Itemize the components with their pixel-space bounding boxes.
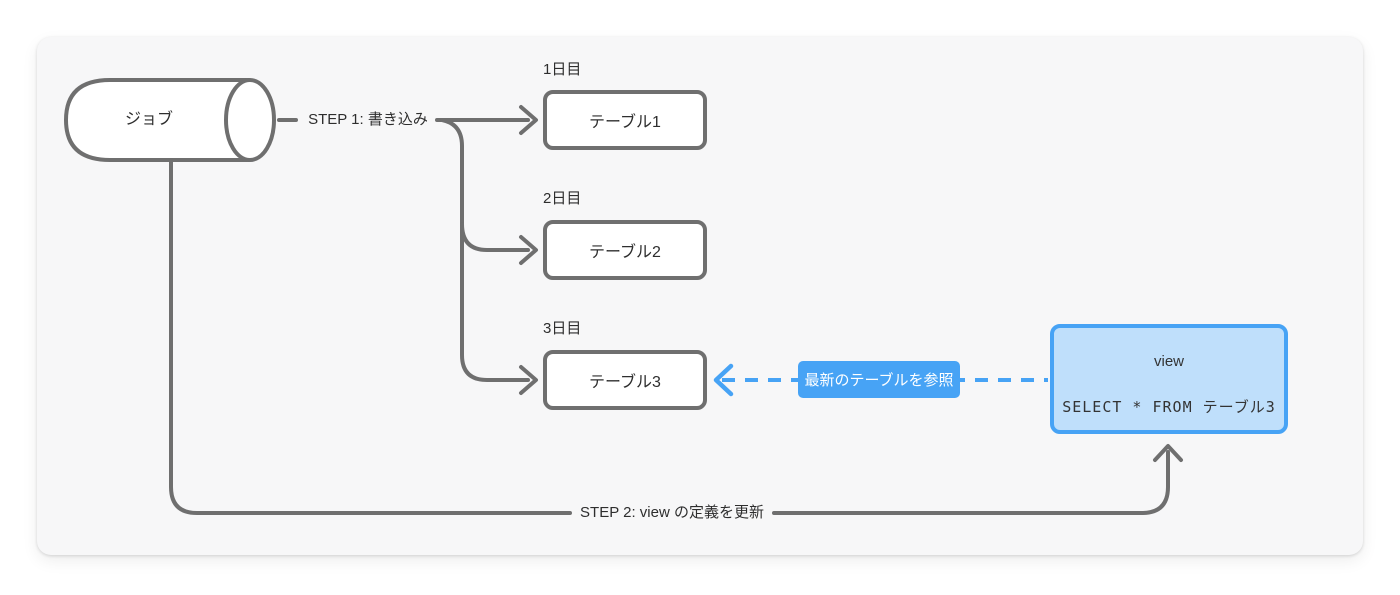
view-title: view bbox=[1153, 353, 1184, 370]
step2-connectors bbox=[169, 158, 1183, 515]
step1-connectors bbox=[277, 105, 538, 395]
table3-label: テーブル3 bbox=[589, 374, 661, 391]
view-node: view SELECT * FROM テーブル3 bbox=[1050, 324, 1288, 434]
job-cylinder-shape bbox=[63, 78, 276, 162]
arrowhead-table2-icon bbox=[519, 235, 538, 265]
branch-line-to-table2 bbox=[460, 222, 530, 252]
table2-label: テーブル2 bbox=[589, 244, 661, 261]
day3-label: 3日目 bbox=[543, 320, 582, 337]
step1-label: STEP 1: 書き込み bbox=[308, 111, 428, 128]
reference-badge: 最新のテーブルを参照 bbox=[798, 361, 960, 398]
step2-label: STEP 2: view の定義を更新 bbox=[580, 504, 764, 521]
table1-label: テーブル1 bbox=[589, 114, 661, 131]
arrowhead-reference-icon bbox=[713, 363, 734, 397]
day1-label: 1日目 bbox=[543, 61, 582, 78]
arrowhead-table3-icon bbox=[519, 365, 538, 395]
job-cylinder-body bbox=[63, 78, 250, 162]
table3-node: テーブル3 bbox=[543, 350, 707, 410]
step2-line-left bbox=[169, 158, 572, 515]
branch-line-to-table3 bbox=[440, 118, 530, 382]
arrowhead-view-icon bbox=[1153, 444, 1183, 462]
table2-node: テーブル2 bbox=[543, 220, 707, 280]
job-cylinder-cap bbox=[224, 78, 276, 162]
job-label: ジョブ bbox=[124, 111, 173, 128]
table1-node: テーブル1 bbox=[543, 90, 707, 150]
step2-line-right bbox=[772, 450, 1170, 515]
arrowhead-table1-icon bbox=[519, 105, 538, 135]
day2-label: 2日目 bbox=[543, 190, 582, 207]
view-sql: SELECT * FROM テーブル3 bbox=[1062, 398, 1276, 416]
